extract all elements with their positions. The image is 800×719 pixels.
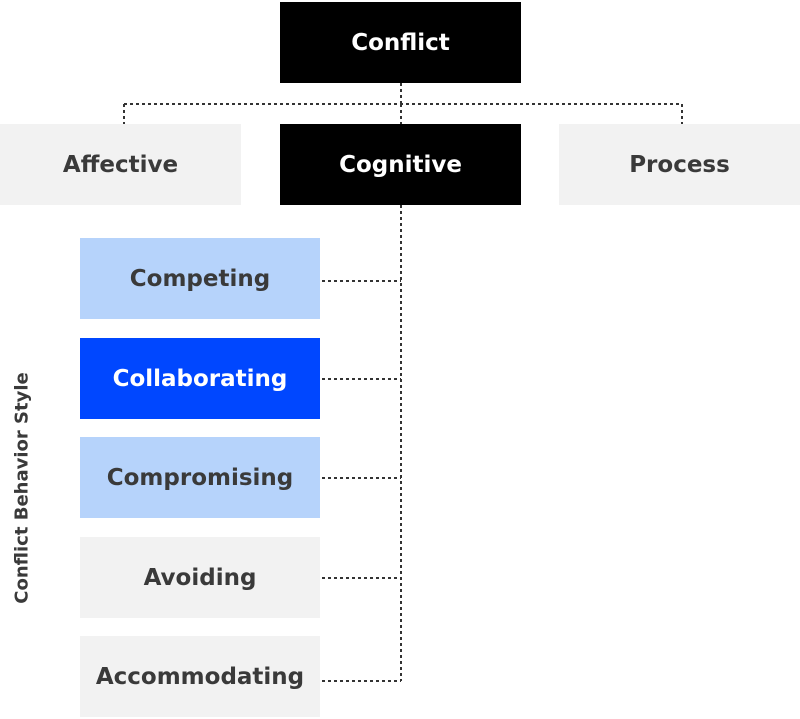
accommodating-node-label: Accommodating	[95, 663, 305, 690]
process-node: Process	[559, 124, 800, 205]
avoiding-node-label: Avoiding	[143, 564, 257, 591]
conflict-behavior-style-label: Conflict Behavior Style	[11, 372, 33, 604]
competing-node-label: Competing	[129, 265, 271, 292]
conflict-node-label: Conflict	[351, 29, 450, 56]
avoiding-node: Avoiding	[80, 537, 320, 618]
conflict-node: Conflict	[280, 2, 521, 83]
competing-node: Competing	[80, 238, 320, 319]
process-node-label: Process	[629, 151, 730, 178]
collaborating-node: Collaborating	[80, 338, 320, 419]
affective-node: Affective	[0, 124, 241, 205]
cognitive-node: Cognitive	[280, 124, 521, 205]
compromising-node: Compromising	[80, 437, 320, 518]
compromising-node-label: Compromising	[106, 464, 294, 491]
affective-node-label: Affective	[62, 151, 179, 178]
collaborating-node-label: Collaborating	[112, 365, 288, 392]
accommodating-node: Accommodating	[80, 636, 320, 717]
cognitive-node-label: Cognitive	[339, 151, 462, 178]
